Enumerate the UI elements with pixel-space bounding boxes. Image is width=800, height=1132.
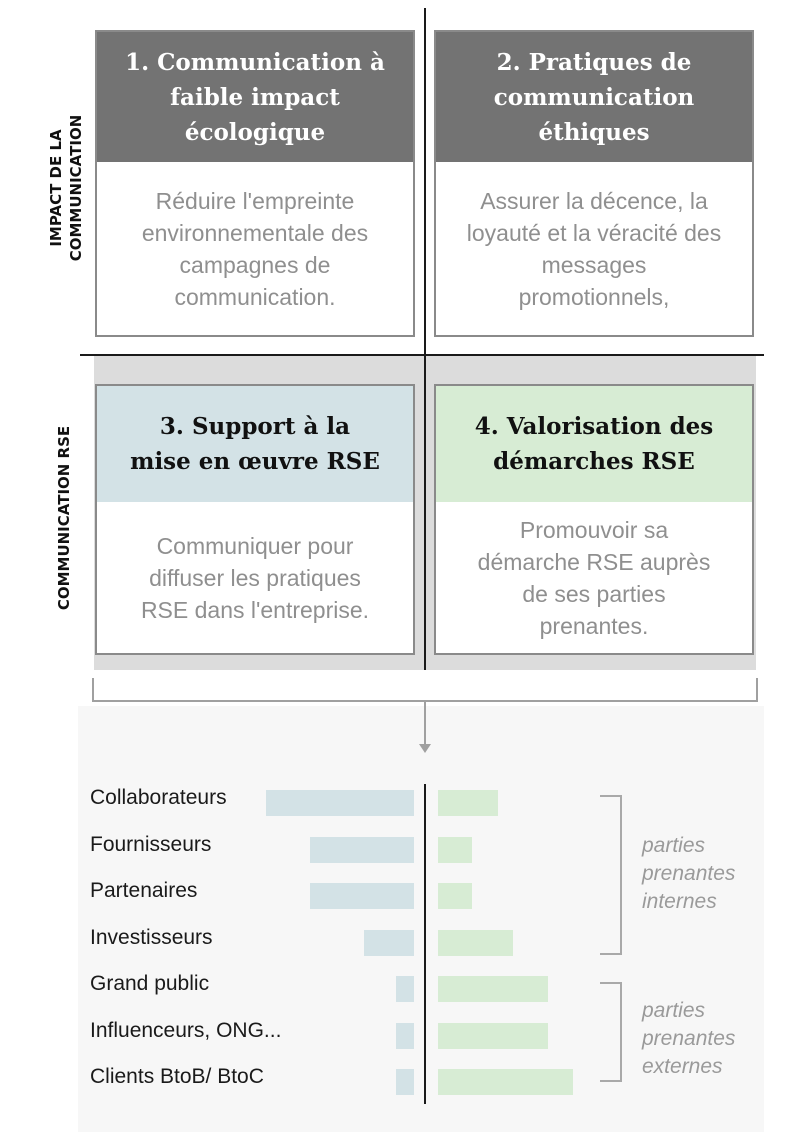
- quadrant-3-title: 3. Support à la mise en œuvre RSE: [97, 386, 413, 502]
- bar-external-comm: [438, 1069, 573, 1095]
- bar-internal-comm: [310, 883, 414, 909]
- bar-internal-comm: [266, 790, 414, 816]
- bar-external-comm: [438, 836, 472, 863]
- group-label-external: parties prenantes externes: [642, 999, 736, 1078]
- brace-internal: [600, 795, 622, 955]
- quadrant-2: 2. Pratiques de communication éthiques A…: [434, 30, 754, 337]
- summary-bracket: [92, 678, 758, 702]
- quadrant-1: 1. Communication à faible impact écologi…: [95, 30, 415, 337]
- stakeholder-label: Fournisseurs: [90, 832, 212, 856]
- group-label-internal: parties prenantes internes: [642, 834, 736, 913]
- bar-external-comm: [438, 1022, 548, 1049]
- stakeholder-label: Partenaires: [90, 879, 198, 902]
- bracket-connector-line: [424, 702, 426, 746]
- stakeholder-label: Grand public: [90, 972, 210, 995]
- stakeholder-label: Influenceurs, ONG...: [90, 1018, 282, 1042]
- quadrant-4: 4. Valorisation des démarches RSE Promou…: [434, 384, 754, 655]
- stakeholder-label: Investisseurs: [90, 925, 213, 949]
- bar-internal-comm: [310, 836, 414, 863]
- quadrant-3: 3. Support à la mise en œuvre RSE Commun…: [95, 384, 415, 655]
- quadrant-2-body: Assurer la décence, la loyauté et la vér…: [466, 187, 722, 310]
- bar-internal-comm: [396, 1022, 414, 1049]
- arrow-down-icon: [419, 744, 431, 753]
- bar-internal-comm: [396, 1069, 414, 1095]
- bar-external-comm: [438, 929, 513, 956]
- matrix-horizontal-line: [80, 354, 764, 356]
- quadrant-2-title: 2. Pratiques de communication éthiques: [436, 32, 752, 162]
- chart-center-axis: [424, 784, 426, 1104]
- quadrant-4-body: Promouvoir sa démarche RSE auprès de ses…: [477, 516, 711, 639]
- stakeholder-label: Collaborateurs: [90, 786, 227, 809]
- bar-external-comm: [438, 790, 498, 816]
- bar-internal-comm: [396, 976, 414, 1002]
- brace-external: [600, 982, 622, 1082]
- stakeholder-label: Clients BtoB/ BtoC: [90, 1065, 264, 1088]
- bar-external-comm: [438, 883, 472, 909]
- quadrant-1-body: Réduire l'empreinte environnementale des…: [141, 187, 369, 310]
- quadrant-4-title: 4. Valorisation des démarches RSE: [436, 386, 752, 502]
- quadrant-1-title: 1. Communication à faible impact écologi…: [97, 32, 413, 162]
- quadrant-3-body: Communiquer pour diffuser les pratiques …: [140, 532, 370, 623]
- bar-internal-comm: [364, 929, 414, 956]
- matrix-vertical-line: [424, 8, 426, 670]
- bar-external-comm: [438, 976, 548, 1002]
